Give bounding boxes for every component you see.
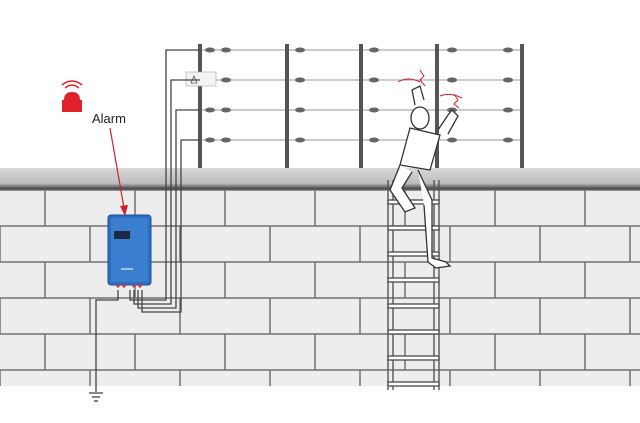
- insulator: [295, 47, 305, 53]
- ground-icon: [89, 392, 103, 402]
- insulator: [447, 137, 457, 143]
- insulator: [295, 137, 305, 143]
- ladder-rung: [387, 225, 440, 231]
- ladder-rung: [387, 277, 440, 283]
- insulator: [447, 47, 457, 53]
- ladder-rung: [387, 251, 440, 257]
- ladder-rung: [387, 329, 440, 335]
- fence: [198, 44, 524, 168]
- ladder-rung: [387, 381, 440, 387]
- climbing-person: [389, 85, 459, 269]
- ladder-rung: [387, 355, 440, 361]
- insulator: [503, 137, 513, 143]
- brick-wall: [0, 168, 640, 386]
- spark-icons: [397, 69, 463, 109]
- ladder-rung: [387, 303, 440, 309]
- fence-post: [198, 44, 202, 168]
- device-display: [114, 231, 130, 239]
- insulator: [295, 107, 305, 113]
- alarm-label: Alarm: [92, 111, 126, 126]
- insulator: [369, 47, 379, 53]
- ladder: [387, 180, 440, 390]
- insulator: [503, 47, 513, 53]
- insulator: [369, 107, 379, 113]
- fence-post: [359, 44, 363, 168]
- insulator: [205, 47, 215, 53]
- fence-post: [285, 44, 289, 168]
- insulator: [205, 137, 215, 143]
- insulator: [221, 107, 231, 113]
- insulator: [369, 137, 379, 143]
- controller-cables: [95, 49, 200, 392]
- ladder-rung: [387, 199, 440, 205]
- insulator: [295, 77, 305, 83]
- insulator: [447, 77, 457, 83]
- insulator: [503, 77, 513, 83]
- insulator: [221, 47, 231, 53]
- insulator: [205, 107, 215, 113]
- insulator: [503, 107, 513, 113]
- fence-post: [520, 44, 524, 168]
- insulator: [221, 77, 231, 83]
- insulator: [369, 77, 379, 83]
- fence-energizer-device: [107, 214, 152, 288]
- fence-post: [435, 44, 439, 168]
- warning-sign: [185, 71, 217, 87]
- alarm-beacon-icon: [61, 80, 83, 112]
- insulator: [221, 137, 231, 143]
- alarm-arrow: [109, 127, 128, 216]
